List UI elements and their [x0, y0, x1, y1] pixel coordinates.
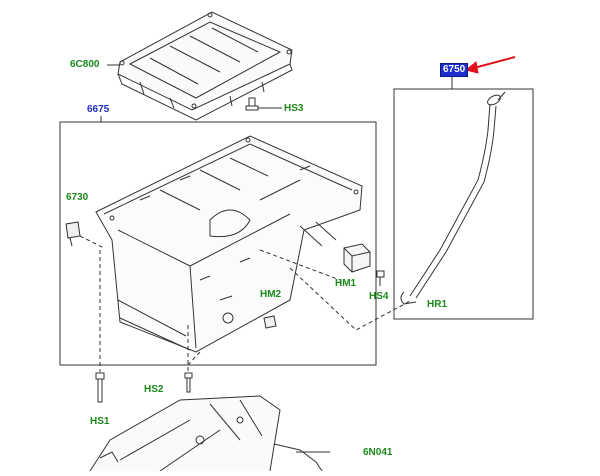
assembly-dashed-lines	[79, 235, 413, 372]
bolts-hs1-hs2-drawing	[95, 372, 193, 403]
part-label-hs2[interactable]: HS2	[144, 384, 164, 395]
part-label-6675[interactable]: 6675	[87, 104, 110, 115]
oil-pan-drawing	[95, 135, 363, 353]
bolt-hs3-drawing	[245, 97, 282, 111]
part-label-6750[interactable]: 6750	[440, 63, 469, 77]
part-label-hm1[interactable]: HM1	[335, 278, 357, 289]
dipstick-drawing	[400, 91, 506, 305]
part-label-6c800[interactable]: 6C800	[70, 59, 100, 70]
part-label-hm2[interactable]: HM2	[260, 289, 282, 300]
lower-bracket-drawing	[89, 395, 330, 472]
windage-tray-drawing	[117, 11, 293, 121]
part-label-hs1[interactable]: HS1	[90, 416, 110, 427]
part-label-hr1[interactable]: HR1	[427, 299, 448, 310]
part-label-6730[interactable]: 6730	[66, 192, 89, 203]
oil-level-sensor-drawing	[343, 243, 385, 286]
red-arrow-icon	[464, 56, 516, 74]
part-label-hs3[interactable]: HS3	[284, 103, 304, 114]
part-label-6n041[interactable]: 6N041	[363, 447, 393, 458]
part-label-hs4[interactable]: HS4	[369, 291, 389, 302]
